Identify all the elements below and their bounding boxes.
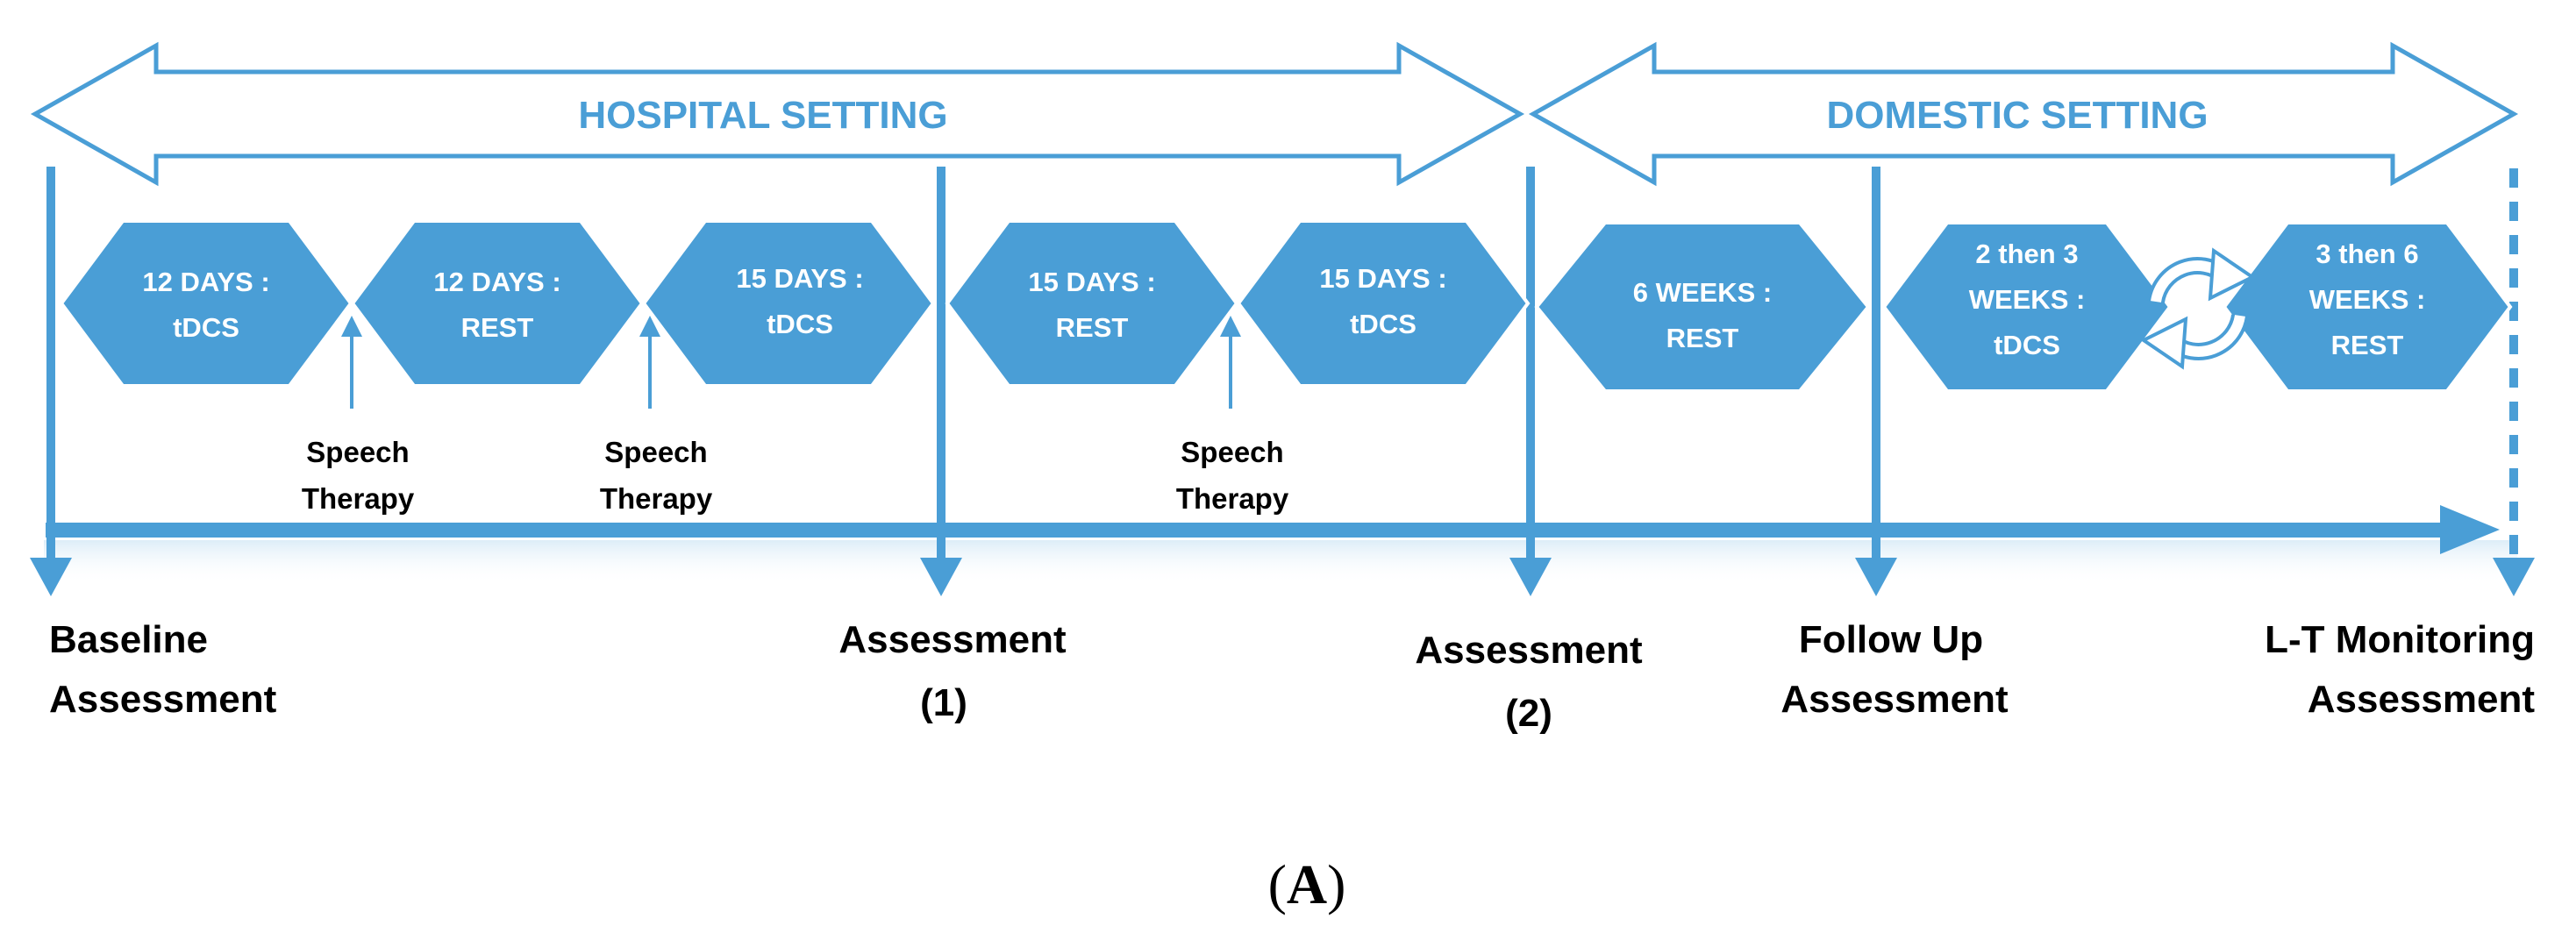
assessment-baseline-line-2: Assessment [49, 678, 277, 721]
assessment-long-term-line-1: L-T Monitoring [2265, 618, 2535, 661]
assessment-2-line-2: (2) [1505, 692, 1552, 735]
phase-8-line-1: 3 then 6 [2316, 239, 2418, 269]
panel-label: (A) [1268, 853, 1346, 915]
phase-hexagon-6: 6 WEEKS : REST [1534, 221, 1871, 393]
domestic-setting-label: DOMESTIC SETTING [1826, 94, 2208, 137]
phase-2-type: REST [461, 312, 534, 343]
phase-1-duration: 12 DAYS : [142, 267, 269, 297]
milestone-assessment-1 [920, 167, 962, 596]
phase-hexagon-3: 15 DAYS : tDCS [641, 219, 936, 388]
milestone-assessment-2 [1509, 167, 1552, 596]
milestone-long-term [2493, 168, 2535, 596]
phase-hexagon-8: 3 then 6 WEEKS : REST [2222, 221, 2513, 393]
assessment-baseline-line-1: Baseline [49, 618, 208, 661]
speech-therapy-marker-3: Speech Therapy [1176, 316, 1289, 515]
phase-8-line-3: REST [2331, 330, 2404, 360]
speech-therapy-2-line-1: Speech [604, 436, 707, 468]
timeline-bar [46, 523, 2447, 538]
domestic-setting-arrow [1528, 41, 2519, 187]
hospital-setting-label: HOSPITAL SETTING [578, 94, 947, 137]
speech-therapy-3-line-2: Therapy [1176, 482, 1289, 515]
phase-hexagon-1: 12 DAYS : tDCS [59, 219, 353, 388]
phase-hexagon-2: 12 DAYS : REST [350, 219, 645, 388]
speech-therapy-marker-1: Speech Therapy [302, 316, 415, 515]
phase-2-duration: 12 DAYS : [433, 267, 560, 297]
phase-5-duration: 15 DAYS : [1319, 263, 1446, 294]
phase-5-type: tDCS [1350, 309, 1416, 339]
hospital-setting-arrow [30, 41, 1525, 187]
phase-4-type: REST [1056, 312, 1129, 343]
timeline-arrowhead [2440, 505, 2500, 554]
phase-1-type: tDCS [173, 312, 239, 343]
phase-7-line-1: 2 then 3 [1975, 239, 2078, 269]
speech-therapy-1-line-2: Therapy [302, 482, 415, 515]
assessment-2-line-1: Assessment [1415, 629, 1643, 672]
speech-therapy-marker-2: Speech Therapy [600, 316, 713, 515]
speech-therapy-2-line-2: Therapy [600, 482, 713, 515]
phase-3-type: tDCS [767, 309, 833, 339]
assessment-1-line-1: Assessment [838, 618, 1067, 661]
phase-7-line-2: WEEKS : [1969, 284, 2086, 315]
phase-6-duration: 6 WEEKS : [1633, 277, 1772, 308]
assessment-1-line-2: (1) [920, 681, 967, 724]
phase-hexagon-7: 2 then 3 WEEKS : tDCS [1881, 221, 2173, 393]
timeline-shadow [44, 540, 2517, 584]
phase-6-type: REST [1666, 323, 1739, 353]
speech-therapy-3-line-1: Speech [1181, 436, 1283, 468]
milestone-baseline [30, 167, 72, 596]
phase-4-duration: 15 DAYS : [1028, 267, 1155, 297]
phase-7-line-3: tDCS [1994, 330, 2060, 360]
phase-3-duration: 15 DAYS : [736, 263, 863, 294]
assessment-follow-up-line-2: Assessment [1780, 678, 2009, 721]
phase-hexagon-5: 15 DAYS : tDCS [1236, 219, 1531, 388]
phase-hexagon-4: 15 DAYS : REST [945, 219, 1239, 388]
cycle-arrows-icon [2140, 247, 2256, 370]
assessment-long-term-line-2: Assessment [2308, 678, 2536, 721]
assessment-follow-up-line-1: Follow Up [1799, 618, 1983, 661]
speech-therapy-1-line-1: Speech [306, 436, 409, 468]
phase-8-line-2: WEEKS : [2309, 284, 2426, 315]
milestone-follow-up [1855, 167, 1897, 596]
